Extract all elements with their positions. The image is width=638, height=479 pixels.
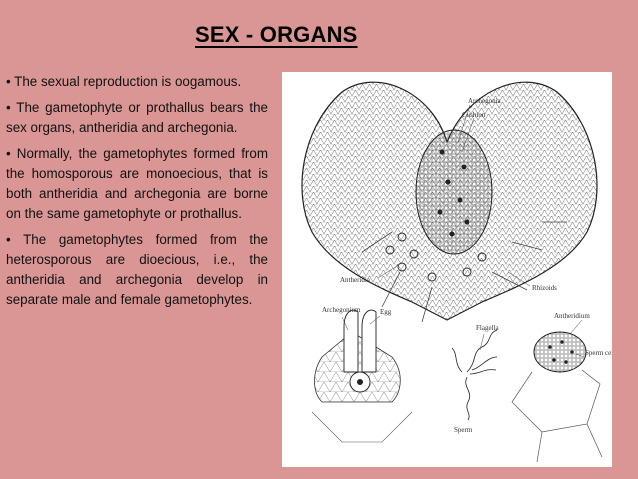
- label-cushion: Cushion: [462, 111, 486, 119]
- sperm-detail: [451, 329, 498, 421]
- prothallus-diagram-svg: Archegonia Cushion Antheridia Rhizoids A…: [301, 81, 612, 463]
- bullet-homosporous: • Normally, the gametophytes formed from…: [6, 146, 268, 221]
- label-archegonium: Archegonium: [322, 306, 361, 314]
- label-archegonia: Archegonia: [468, 97, 502, 105]
- prothallus-shape: [301, 81, 598, 323]
- prothallus-diagram: Archegonia Cushion Antheridia Rhizoids A…: [282, 72, 612, 467]
- label-sperm-cells: Sperm cells: [585, 349, 612, 357]
- bullet-oogamous: • The sexual reproduction is oogamous.: [6, 74, 242, 89]
- slide-title: SEX - ORGANS: [195, 22, 358, 47]
- label-rhizoids: Rhizoids: [532, 284, 557, 292]
- label-sperm: Sperm: [454, 426, 473, 434]
- bullet-list: • The sexual reproduction is oogamous. •…: [6, 72, 268, 316]
- antheridium-detail: [511, 319, 603, 463]
- label-egg: Egg: [380, 308, 392, 316]
- label-flagella: Flagella: [476, 324, 499, 332]
- bullet-gametophyte: • The gametophyte or prothallus bears th…: [6, 100, 268, 135]
- archegonium-detail: [311, 309, 413, 443]
- label-antheridia: Antheridia: [340, 276, 371, 284]
- label-antheridium: Antheridium: [554, 312, 590, 320]
- bullet-heterosporous: • The gametophytes formed from the heter…: [6, 232, 268, 307]
